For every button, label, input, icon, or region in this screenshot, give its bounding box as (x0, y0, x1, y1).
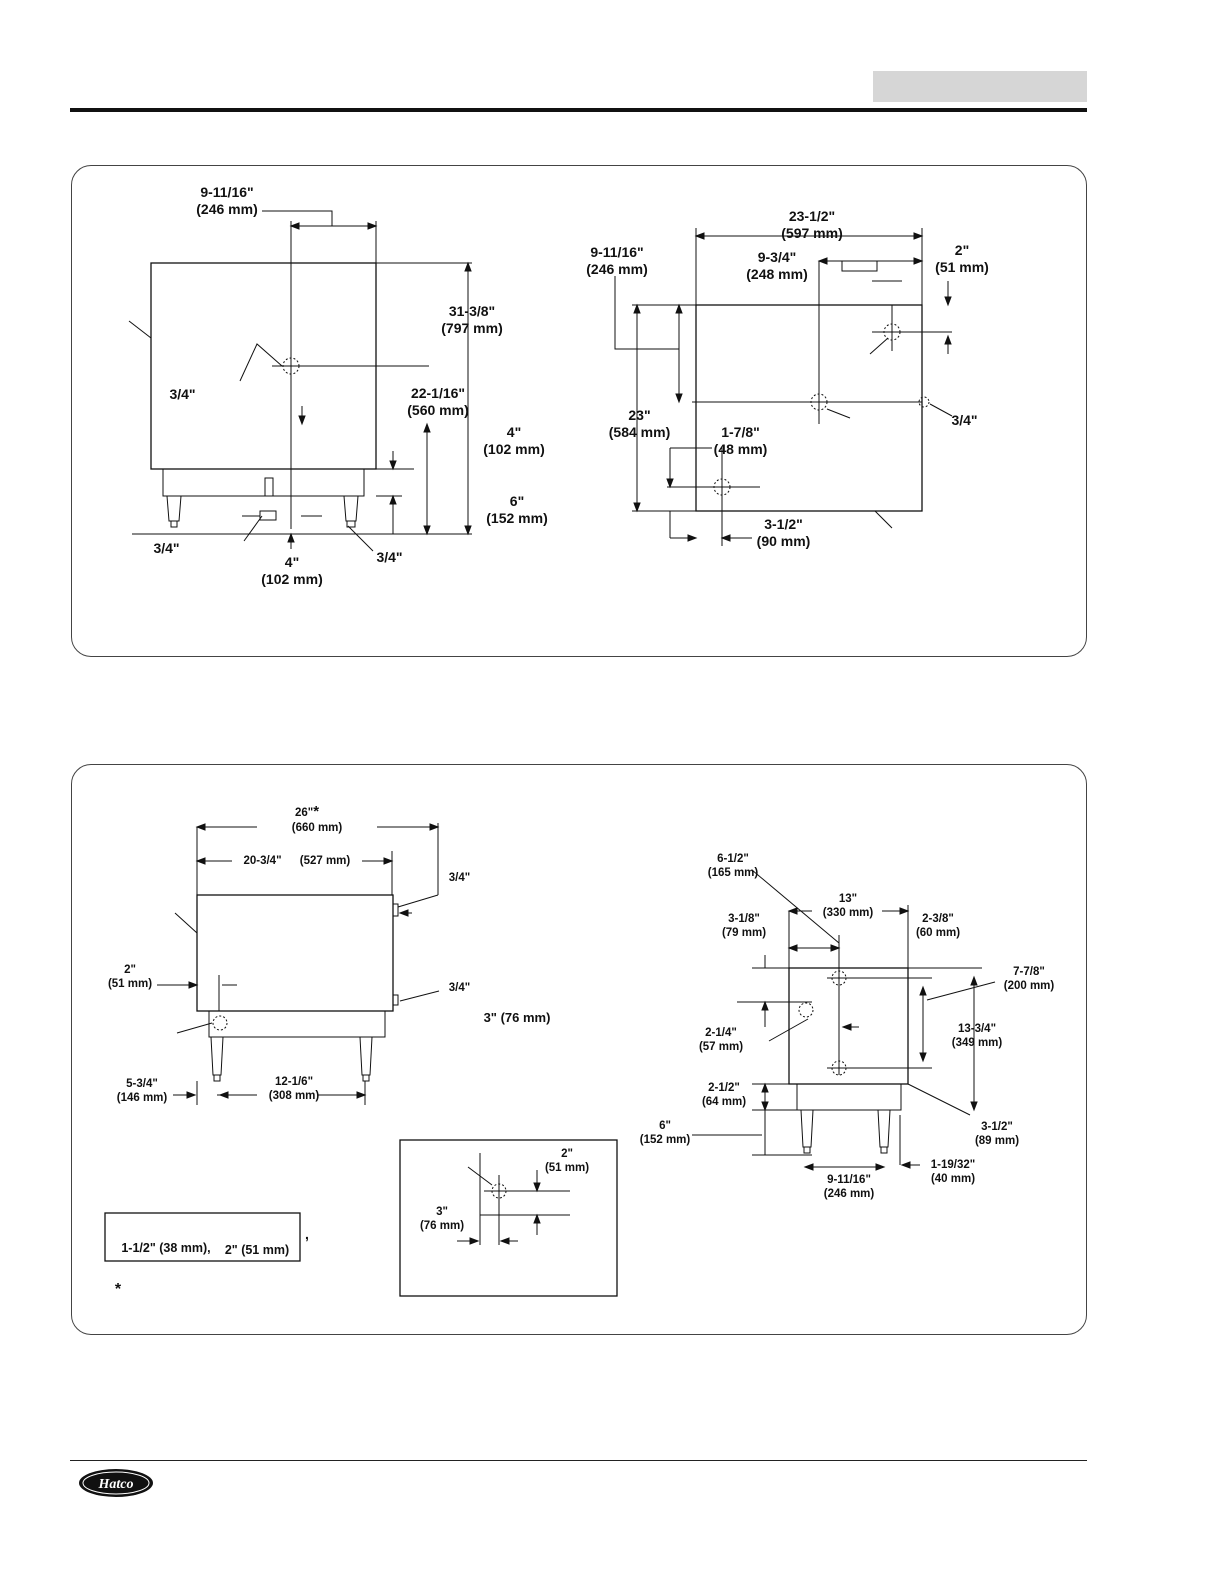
f2-front-leg-label: 6" (152 mm) (639, 1120, 691, 1146)
f1-base-floor-label: 4" (102 mm) (483, 424, 545, 457)
footer-rule (70, 1460, 1087, 1461)
f2-front-leg-inset-label: 1-19/32" (40 mm) (930, 1159, 976, 1185)
figure-2-drawing (104, 823, 996, 1297)
f1-height-overall-label: 31-3/8" (797 mm) (441, 303, 503, 336)
f1-top-side-offset-label: 9-11/16" (246 mm) (586, 244, 648, 277)
f2-note-sizes-b: 2" (51 mm) (224, 1243, 290, 1257)
f1-top-depth-label: 23" (584 mm) (608, 407, 671, 440)
f2-clearance-label: 3" (76 mm) (483, 1010, 551, 1025)
f1-top-inlet-offset-label: 9-3/4" (248 mm) (746, 249, 808, 282)
hatco-logo: Hatco (79, 1469, 153, 1497)
f2-note-asterisk: * (114, 1281, 122, 1298)
f2-fitting-top-label: 3/4" (448, 872, 471, 884)
f2-overall-width-value: 26" (294, 807, 314, 819)
f2-front-offset-b-label: 3-1/8" (79 mm) (721, 913, 767, 939)
f1-fitting-bottom-left-label: 3/4" (153, 540, 180, 556)
f1-top-fitting-right-label: 3/4" (951, 412, 978, 428)
f2-front-leg-spacing-label: 9-11/16" (246 mm) (823, 1174, 875, 1200)
f2-overall-width-mm-label: (660 mm) (291, 822, 343, 834)
svg-text:Hatco: Hatco (98, 1477, 134, 1492)
f1-top-drain-offset-label: 1-7/8" (48 mm) (713, 424, 768, 457)
f2-note-comma: , (305, 1226, 309, 1242)
f2-body-width-mm-label: (527 mm) (299, 855, 351, 867)
figure-2-panel: 26"* (660 mm) 20-3/4" (527 mm) 3/4" 3/4"… (71, 764, 1087, 1335)
f2-front-offset-e-label: 3-1/2" (89 mm) (974, 1121, 1020, 1147)
figure-1-drawing (128, 210, 953, 552)
f1-top-overall-width-label: 23-1/2" (597 mm) (781, 208, 843, 241)
f2-note-sizes-a: 1-1/2" (38 mm), (121, 1241, 211, 1255)
f2-front-offset-a-label: 6-1/2" (165 mm) (707, 853, 759, 879)
f1-center-width-label: 9-11/16" (246 mm) (196, 184, 258, 217)
f2-front-height-a-label: 7-7/8" (200 mm) (1003, 966, 1055, 992)
f1-top-front-offset-label: 3-1/2" (90 mm) (756, 516, 811, 549)
f2-front-width-label: 13" (330 mm) (822, 893, 874, 919)
f2-detail-horizontal-label: 3" (76 mm) (419, 1206, 465, 1232)
f2-asterisk-mark: * (313, 803, 320, 820)
header-rule (70, 108, 1087, 112)
f2-body-width-label: 20-3/4" (243, 855, 282, 867)
f1-fitting-bottom-right-label: 3/4" (376, 549, 403, 565)
f1-drain-offset-label: 4" (102 mm) (261, 554, 323, 587)
f1-top-edge-offset-label: 2" (51 mm) (935, 242, 989, 275)
f2-leg-offset-label: 5-3/4" (146 mm) (116, 1078, 168, 1104)
f2-front-height-b-label: 13-3/4" (349 mm) (951, 1023, 1003, 1049)
f2-front-offset-d-label: 2-1/4" (57 mm) (698, 1027, 744, 1053)
f2-detail-vertical-label: 2" (51 mm) (544, 1148, 590, 1174)
f2-front-offset-c-label: 2-3/8" (60 mm) (915, 913, 961, 939)
section-tab (873, 71, 1087, 102)
f1-inlet-height-label: 22-1/16" (560 mm) (407, 385, 469, 418)
f2-leg-spacing-label: 12-1/6" (308 mm) (268, 1076, 320, 1102)
f2-front-base-label: 2-1/2" (64 mm) (701, 1082, 747, 1108)
f1-leg-height-label: 6" (152 mm) (486, 493, 548, 526)
f1-fitting-upper-label: 3/4" (169, 386, 196, 402)
f2-fitting-bottom-label: 3/4" (448, 982, 471, 994)
f2-overall-width-label: 26"* (277, 803, 337, 820)
f2-drain-height-label: 2" (51 mm) (107, 964, 153, 990)
figure-1-panel: 9-11/16" (246 mm) 31-3/8" (797 mm) 3/4" … (71, 165, 1087, 657)
